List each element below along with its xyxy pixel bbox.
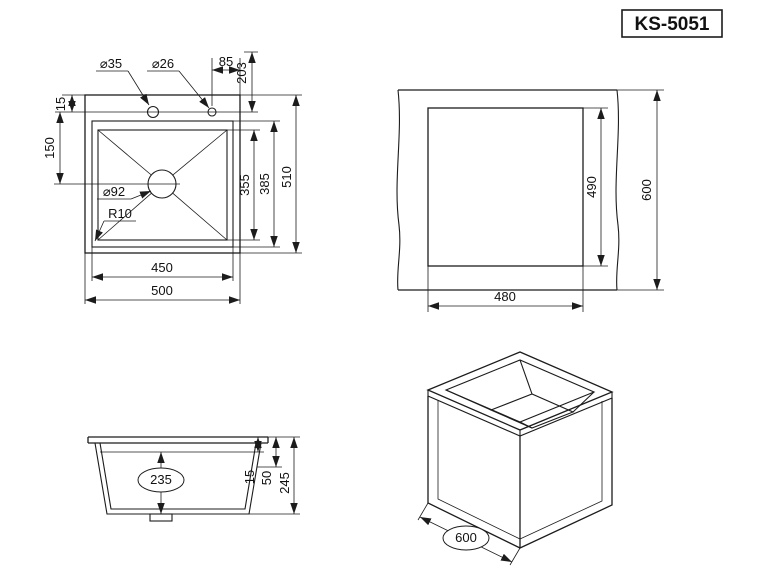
label-385: 385 [257,173,272,195]
bowl-inner-profile [99,442,257,510]
leader-d35 [127,70,150,106]
bowl-diagonals [97,129,228,241]
cutout-extension-lines [427,89,664,312]
plan-centerlines [54,111,258,185]
iso-stand-outline [427,396,613,549]
section-view: 235 15 50 245 [87,436,300,522]
label-245: 245 [277,472,292,494]
iso-view: 600 [417,351,614,566]
break-line-left [396,89,401,291]
label-corner-radius: R10 [108,206,132,221]
leader-d92 [130,190,152,200]
label-510: 510 [279,166,294,188]
iso-rim-thickness [427,390,613,437]
balloon-600 [442,525,490,551]
label-sec-50: 50 [259,471,274,485]
label-sec-15: 15 [242,470,257,484]
drain-fitting [149,513,173,522]
leader-d26 [178,70,210,109]
label-480: 480 [494,289,516,304]
label-15: 15 [53,97,68,111]
label-hole-small: ⌀26 [152,56,174,71]
label-450: 450 [151,260,173,275]
iso-rim-outer [426,351,614,431]
section-extension-lines [249,436,300,515]
bowl-inner-outline [97,129,228,241]
label-355: 355 [237,174,252,196]
label-600: 600 [639,179,654,201]
label-hole-large: ⌀35 [100,56,122,71]
model-number: KS-5051 [635,14,710,35]
flange-lines [87,436,269,444]
label-235: 235 [150,472,172,487]
iso-bowl-walls [445,359,595,429]
label-85: 85 [219,54,233,69]
label-203: 203 [234,62,249,84]
label-drain: ⌀92 [103,184,125,199]
bowl-outer-profile [94,442,262,515]
label-500: 500 [151,283,173,298]
cutout-outline [427,107,584,267]
plan-view: ⌀35 ⌀26 85 203 15 150 355 385 510 450 50… [42,51,302,304]
title-box: KS-5051 [621,9,723,38]
break-line-right [615,89,620,291]
label-iso-600: 600 [455,530,477,545]
balloon-235 [137,467,185,493]
label-150: 150 [42,137,57,159]
sink-outer-outline [84,94,241,254]
leader-r10 [94,220,105,242]
cutout-view: 490 600 480 [396,89,664,312]
title-box-border [621,9,723,38]
label-490: 490 [584,176,599,198]
